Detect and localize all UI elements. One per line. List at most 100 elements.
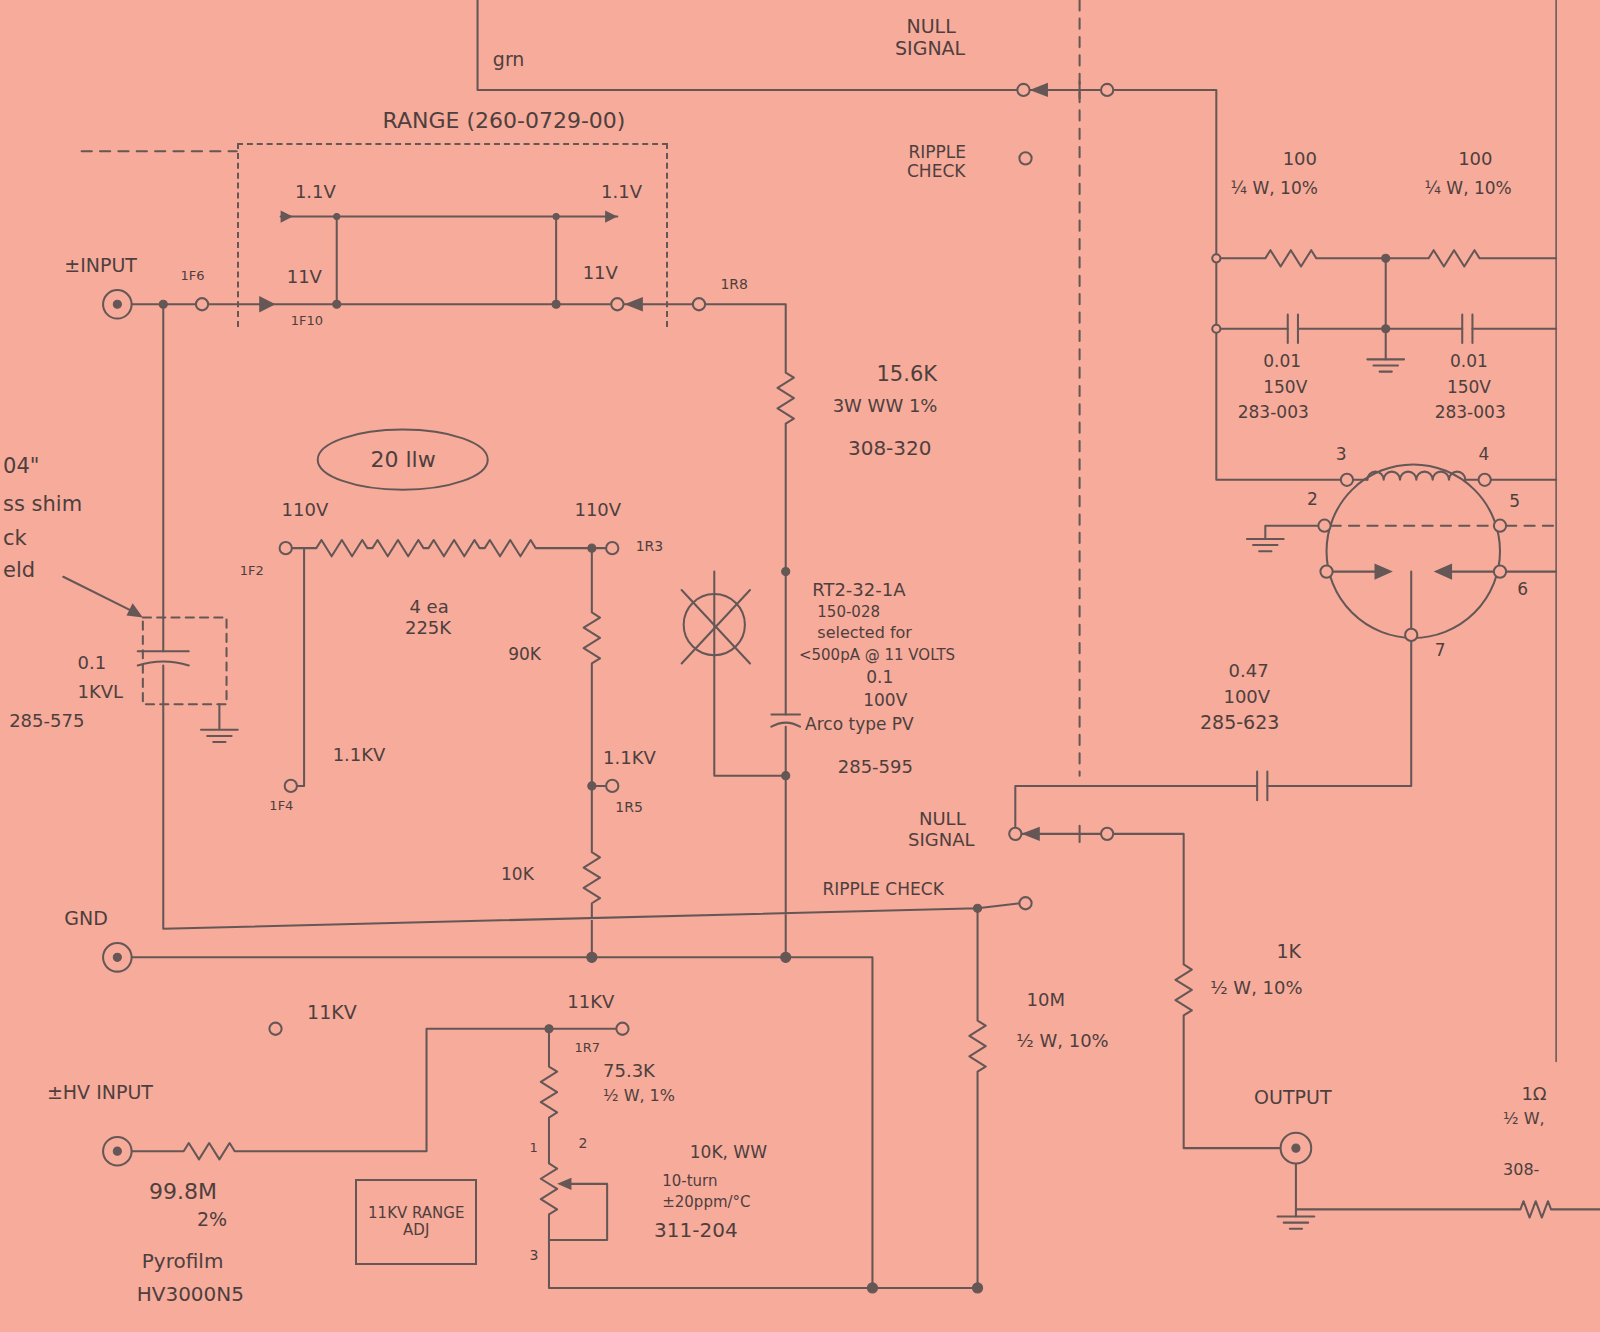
schematic-label: 7 bbox=[1434, 640, 1447, 660]
label-holder: 75.3K bbox=[602, 1061, 656, 1082]
junction-dot bbox=[782, 772, 790, 780]
schematic-label: 1Ω bbox=[1520, 1083, 1547, 1104]
label-holder: ¼ W, 10% bbox=[1423, 179, 1512, 199]
label-holder: GND bbox=[63, 908, 109, 930]
label-holder: 0.1 bbox=[77, 653, 108, 674]
schematic-label: 308-320 bbox=[847, 436, 933, 460]
label-holder: 283-003 bbox=[1434, 403, 1507, 423]
label-holder: 308-320 bbox=[847, 437, 933, 460]
schematic-label: 308- bbox=[1502, 1160, 1540, 1179]
arrow-head bbox=[127, 83, 1453, 1190]
label-holder: 99.8M bbox=[148, 1179, 218, 1204]
label-holder: grn bbox=[492, 49, 526, 71]
junction-dot bbox=[588, 544, 596, 552]
range-switch-box: RANGE (260-0729-00) bbox=[237, 143, 669, 327]
schematic-label: 2 bbox=[578, 1135, 589, 1151]
schematic-label: 285-623 bbox=[1199, 711, 1280, 733]
label-holder: 110V bbox=[281, 500, 330, 521]
schematic-label: 100V bbox=[1222, 686, 1271, 707]
terminal-circle bbox=[693, 298, 705, 310]
schematic-label: 150-028 bbox=[816, 603, 881, 621]
schematic-label: 0.01 bbox=[1449, 351, 1489, 371]
label-holder: ½ W, 10% bbox=[1015, 1031, 1109, 1052]
label-holder: 311-204 bbox=[653, 1219, 739, 1242]
schematic-label: ¼ W, 10% bbox=[1230, 178, 1319, 198]
node-text: 20 llw bbox=[370, 447, 435, 472]
label-holder: 285-575 bbox=[8, 711, 85, 732]
terminal-circle bbox=[196, 298, 208, 310]
schematic-label: ck bbox=[2, 526, 28, 550]
schematic-label: 11KV bbox=[566, 991, 615, 1012]
label-holder: 5 bbox=[1508, 492, 1521, 512]
label-holder: 2 bbox=[1306, 490, 1319, 510]
schematic-label: 100V bbox=[862, 690, 908, 710]
terminal-circle bbox=[616, 1023, 628, 1035]
schematic-label: 1F2 bbox=[239, 563, 265, 578]
label-holder: RIPPLE CHECK bbox=[886, 143, 988, 182]
schematic-label: HV3000N5 bbox=[136, 1282, 245, 1306]
label-holder: NULL SIGNAL bbox=[891, 809, 993, 850]
terminal-circle bbox=[1320, 565, 1332, 577]
schematic-label: 285-575 bbox=[8, 710, 85, 731]
schematic-label: 1R5 bbox=[614, 799, 644, 815]
label-holder: selected for bbox=[816, 624, 913, 642]
sheet-border bbox=[1555, 0, 1557, 1061]
schematic-label: 285-595 bbox=[837, 756, 914, 777]
schematic-label: <500pA @ 11 VOLTS bbox=[798, 646, 956, 664]
terminal-circle bbox=[606, 542, 618, 554]
terminal-circle bbox=[1341, 474, 1353, 486]
schematic-label: 90K bbox=[507, 644, 542, 664]
schematic-label: 3W WW 1% bbox=[832, 395, 939, 416]
label-holder: 1.1KV bbox=[332, 745, 387, 766]
label-holder: NULL SIGNAL bbox=[880, 16, 982, 60]
label-holder: 10-turn bbox=[661, 1173, 718, 1190]
arrow-head bbox=[1021, 827, 1039, 841]
label-holder: 0.01 bbox=[1262, 352, 1302, 372]
schematic-label: 10M bbox=[1026, 989, 1066, 1010]
label-holder: 6 bbox=[1516, 580, 1529, 600]
schematic-label: ½ W, 10% bbox=[1209, 977, 1303, 998]
shim-outline bbox=[143, 618, 227, 705]
schematic-label: 11V bbox=[582, 262, 619, 283]
arrow-head bbox=[1434, 563, 1452, 579]
label-holder: 11V bbox=[582, 263, 619, 284]
terminal-circle bbox=[280, 542, 292, 554]
arrow-head bbox=[281, 210, 293, 222]
label-holder: ½ W, 1% bbox=[602, 1087, 676, 1105]
junction-dot bbox=[334, 213, 340, 219]
terminal-circle bbox=[103, 84, 1506, 1166]
label-holder: 10K bbox=[500, 865, 535, 885]
label-holder: 100 bbox=[1282, 149, 1318, 170]
schematic-label: 1K bbox=[1276, 940, 1303, 962]
schematic-label: 10K, WW bbox=[689, 1142, 768, 1162]
schematic-label: 283-003 bbox=[1237, 402, 1310, 422]
terminal-circle bbox=[1212, 325, 1220, 333]
label-holder: eld bbox=[2, 558, 36, 582]
label-holder: 11KV bbox=[306, 1002, 358, 1024]
junction-dot bbox=[867, 1283, 877, 1293]
label-holder: 3 bbox=[1335, 445, 1348, 465]
schematic-label: 2% bbox=[196, 1208, 228, 1230]
junction-dot bbox=[588, 782, 596, 790]
label-holder: 4 bbox=[1478, 445, 1491, 465]
terminal-circle bbox=[1212, 254, 1220, 262]
label-holder: 7 bbox=[1434, 641, 1447, 661]
label-holder: 283-003 bbox=[1237, 403, 1310, 423]
schematic-label: 1R7 bbox=[573, 1040, 601, 1055]
adjust-label-box: 11KV RANGE ADJ bbox=[355, 1179, 477, 1266]
schematic-label: Arco type PV bbox=[804, 714, 915, 734]
schematic-label: 3 bbox=[1335, 444, 1348, 464]
schematic-label: eld bbox=[2, 558, 36, 582]
terminal-circle bbox=[1101, 84, 1113, 96]
terminal-circle bbox=[269, 1023, 281, 1035]
schematic-label: 10K bbox=[500, 864, 535, 884]
terminal-circle bbox=[1494, 520, 1506, 532]
terminal-circle bbox=[285, 780, 297, 792]
junction-dot bbox=[782, 568, 790, 576]
arrow-head bbox=[1374, 563, 1392, 579]
schematic-label: 110V bbox=[281, 499, 330, 520]
schematic-label: 1.1KV bbox=[602, 747, 657, 768]
